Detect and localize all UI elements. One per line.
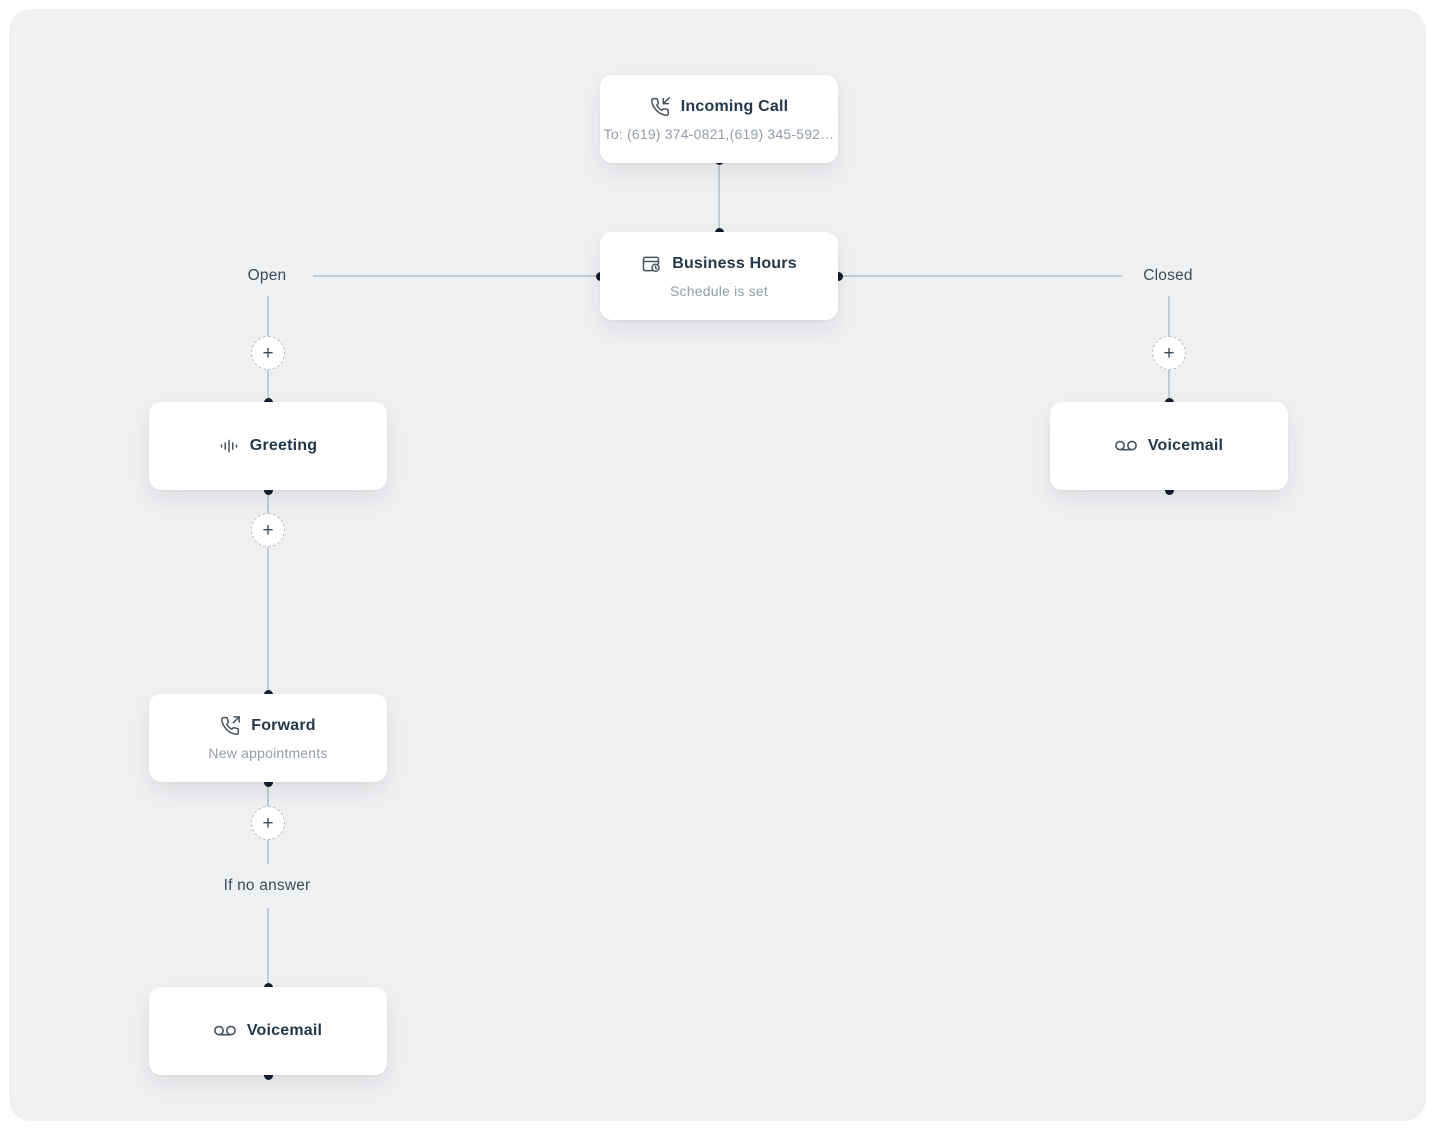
node-title: Forward [251, 716, 316, 734]
connection-dot [263, 1070, 273, 1080]
node-business-hours[interactable]: Business Hours Schedule is set [600, 232, 838, 320]
add-step-button-closed-branch[interactable]: + [1152, 336, 1186, 370]
node-header: Voicemail [213, 1020, 323, 1042]
node-header: Business Hours [641, 254, 797, 274]
node-subtitle: Schedule is set [670, 282, 768, 299]
connector-closed-branch-horizontal [838, 275, 1122, 277]
connection-dot [833, 271, 843, 281]
node-incoming-call[interactable]: Incoming Call To: (619) 374-0821,(619) 3… [600, 75, 838, 163]
connection-dot [263, 777, 273, 787]
node-subtitle: To: (619) 374-0821,(619) 345-592… [603, 125, 835, 142]
voicemail-icon [213, 1020, 236, 1042]
node-header: Forward [220, 715, 316, 736]
node-title: Voicemail [246, 1022, 323, 1039]
node-subtitle: New appointments [208, 744, 328, 761]
connection-dot [1164, 485, 1174, 495]
node-title: Incoming Call [680, 97, 789, 115]
phone-incoming-icon [650, 96, 670, 117]
connector-incoming-business [718, 160, 720, 233]
connection-dot [263, 485, 273, 495]
node-forward[interactable]: Forward New appointments [149, 694, 387, 782]
add-step-button-open-branch[interactable]: + [251, 336, 285, 370]
add-step-button-after-greeting[interactable]: + [251, 513, 285, 547]
branch-label-open: Open [247, 267, 287, 284]
node-title: Business Hours [672, 254, 797, 272]
waveform-icon [219, 436, 239, 456]
connector-open-branch-horizontal [313, 275, 600, 277]
branch-label-no-answer: If no answer [223, 877, 311, 894]
node-voicemail-closed[interactable]: Voicemail [1050, 402, 1288, 490]
node-voicemail-after-forward[interactable]: Voicemail [149, 987, 387, 1075]
call-flow-canvas [9, 9, 1426, 1121]
node-title: Greeting [249, 437, 318, 454]
node-header: Incoming Call [650, 96, 789, 117]
node-title: Voicemail [1147, 437, 1224, 454]
node-header: Greeting [219, 436, 317, 456]
branch-label-closed: Closed [1143, 267, 1193, 284]
phone-outgoing-icon [220, 715, 241, 736]
add-step-button-after-forward[interactable]: + [251, 806, 285, 840]
calendar-clock-icon [641, 254, 661, 274]
node-greeting[interactable]: Greeting [149, 402, 387, 490]
connector-greeting-forward [267, 490, 269, 694]
voicemail-icon [1114, 435, 1137, 457]
connector-noanswer-voicemail [267, 908, 269, 987]
node-header: Voicemail [1114, 435, 1224, 457]
